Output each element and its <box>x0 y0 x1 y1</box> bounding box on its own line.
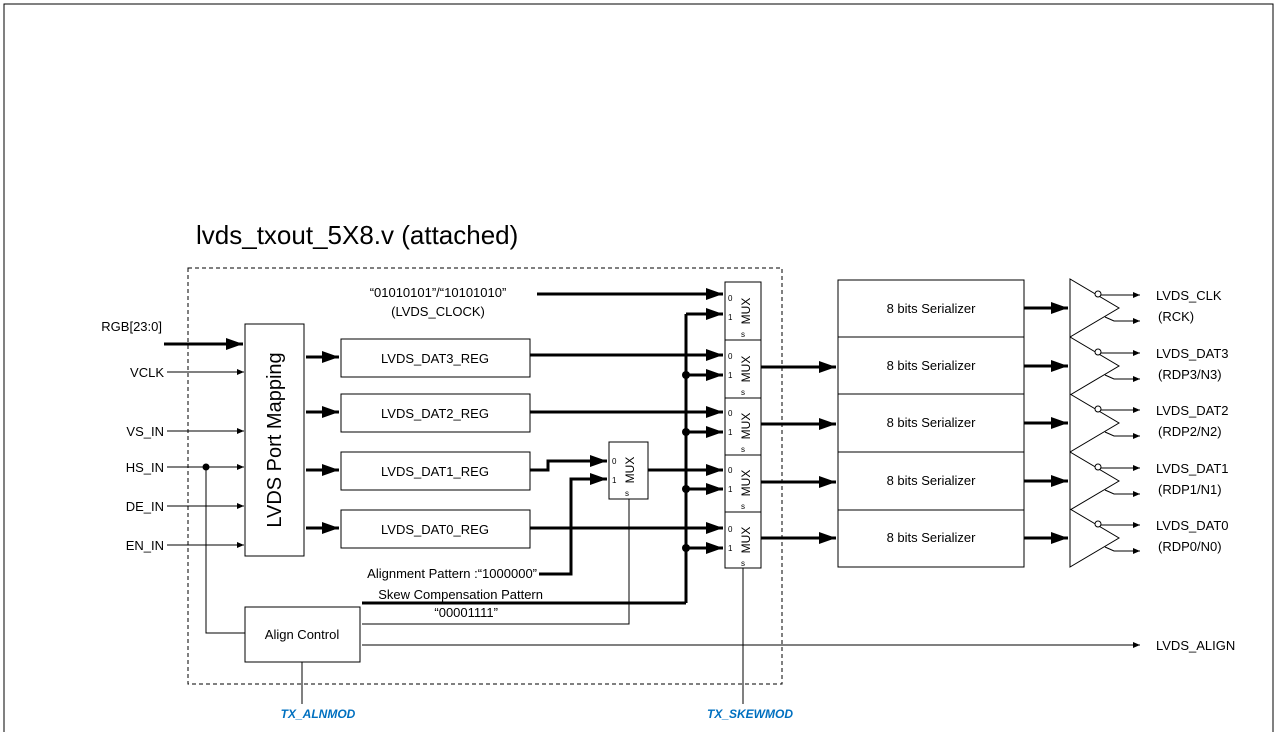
svg-text:0: 0 <box>728 352 733 361</box>
register-dat2 <box>340 393 531 433</box>
svg-text:MUX: MUX <box>739 470 753 497</box>
svg-text:8 bits Serializer: 8 bits Serializer <box>887 473 977 488</box>
skew-pattern-label: Skew Compensation Pattern <box>378 587 543 602</box>
control-label-alnmod: TX_ALNMOD <box>281 707 356 721</box>
svg-text:0: 0 <box>728 466 733 475</box>
align-control-label: Align Control <box>265 627 340 642</box>
mux-alignment-label: MUX <box>623 457 637 484</box>
serializer-dat2: 8 bits Serializer <box>837 393 1025 453</box>
register-label-dat0: LVDS_DAT0_REG <box>381 522 489 537</box>
control-label-skewmod: TX_SKEWMOD <box>707 707 793 721</box>
lvds-buffer-clk <box>1069 278 1140 338</box>
lvds-buffer-dat2 <box>1069 393 1140 453</box>
mux-alignment-in0: 0 <box>612 457 617 466</box>
junction-skew-dat2 <box>682 428 690 436</box>
serializer-clk: 8 bits Serializer <box>837 279 1025 338</box>
svg-text:8 bits Serializer: 8 bits Serializer <box>887 301 977 316</box>
mux-alignment-in1: 1 <box>612 476 617 485</box>
module-boundary <box>187 267 783 685</box>
register-dat1 <box>340 451 531 491</box>
svg-text:1: 1 <box>728 544 733 553</box>
diagram-title: lvds_txout_5X8.v (attached) <box>196 220 518 250</box>
input-label-en: EN_IN <box>126 538 164 553</box>
clock-name-label: (LVDS_CLOCK) <box>391 304 485 319</box>
serializer-dat0: 8 bits Serializer <box>837 509 1025 568</box>
lvds-buffer-dat0 <box>1069 508 1140 568</box>
svg-text:s: s <box>741 559 745 568</box>
output-pins-clk: (RCK) <box>1158 309 1194 324</box>
register-dat0 <box>340 509 531 549</box>
svg-text:0: 0 <box>728 294 733 303</box>
align-output-label: LVDS_ALIGN <box>1156 638 1235 653</box>
junction-skew-dat1 <box>682 485 690 493</box>
serializer-dat1: 8 bits Serializer <box>837 451 1025 511</box>
output-pins-dat0: (RDP0/N0) <box>1158 539 1222 554</box>
output-label-dat0: LVDS_DAT0 <box>1156 518 1229 533</box>
svg-text:1: 1 <box>728 371 733 380</box>
skew-pattern-value: “00001111” <box>434 605 498 620</box>
mux-dat3: 0 1 s MUX <box>724 339 762 399</box>
svg-text:0: 0 <box>728 409 733 418</box>
port-mapping-label: LVDS Port Mapping <box>264 352 286 527</box>
wire-dat1-smallmux <box>530 455 607 472</box>
port-mapping-block <box>244 323 305 557</box>
output-pins-dat1: (RDP1/N1) <box>1158 482 1222 497</box>
output-label-clk: LVDS_CLK <box>1156 288 1222 303</box>
svg-text:MUX: MUX <box>739 356 753 383</box>
page-frame <box>3 3 1274 732</box>
alignment-pattern-label: Alignment Pattern :“1000000” <box>367 566 537 581</box>
output-label-dat3: LVDS_DAT3 <box>1156 346 1229 361</box>
svg-text:s: s <box>741 330 745 339</box>
register-label-dat1: LVDS_DAT1_REG <box>381 464 489 479</box>
mux-clk: 0 1 s MUX <box>724 281 762 341</box>
svg-text:8 bits Serializer: 8 bits Serializer <box>887 530 977 545</box>
output-label-dat1: LVDS_DAT1 <box>1156 461 1229 476</box>
svg-text:1: 1 <box>728 485 733 494</box>
register-label-dat2: LVDS_DAT2_REG <box>381 406 489 421</box>
lvds-buffer-dat1 <box>1069 451 1140 511</box>
lvds-buffer-dat3 <box>1069 336 1140 396</box>
output-label-dat2: LVDS_DAT2 <box>1156 403 1229 418</box>
mux-dat0: 0 1 s MUX <box>724 511 762 569</box>
svg-text:s: s <box>741 445 745 454</box>
svg-text:8 bits Serializer: 8 bits Serializer <box>887 415 977 430</box>
svg-text:1: 1 <box>728 428 733 437</box>
input-label-vs: VS_IN <box>126 424 164 439</box>
hs-to-align-wire <box>205 467 245 634</box>
mux-alignment-sel: s <box>625 489 629 498</box>
svg-text:s: s <box>741 388 745 397</box>
svg-text:8 bits Serializer: 8 bits Serializer <box>887 358 977 373</box>
mux-dat1: 0 1 s MUX <box>724 454 762 513</box>
junction-skew-dat0 <box>682 544 690 552</box>
align-select-wire <box>362 499 630 625</box>
svg-text:MUX: MUX <box>739 527 753 554</box>
wire-alignment-pattern <box>539 473 607 576</box>
align-control-block <box>244 606 361 663</box>
register-label-dat3: LVDS_DAT3_REG <box>381 351 489 366</box>
output-pins-dat2: (RDP2/N2) <box>1158 424 1222 439</box>
input-label-rgb: RGB[23:0] <box>101 319 162 334</box>
output-pins-dat3: (RDP3/N3) <box>1158 367 1222 382</box>
clock-pattern-label: “01010101”/“10101010” <box>370 285 507 300</box>
serializer-dat3: 8 bits Serializer <box>837 336 1025 395</box>
svg-text:s: s <box>741 502 745 511</box>
input-label-hs: HS_IN <box>126 460 164 475</box>
mux-dat2: 0 1 s MUX <box>724 397 762 456</box>
svg-text:1: 1 <box>728 313 733 322</box>
junction-skew-dat3 <box>682 371 690 379</box>
svg-text:MUX: MUX <box>739 413 753 440</box>
register-dat3 <box>340 338 531 378</box>
input-label-vclk: VCLK <box>130 365 164 380</box>
svg-text:MUX: MUX <box>739 298 753 325</box>
input-label-de: DE_IN <box>126 499 164 514</box>
svg-text:0: 0 <box>728 525 733 534</box>
